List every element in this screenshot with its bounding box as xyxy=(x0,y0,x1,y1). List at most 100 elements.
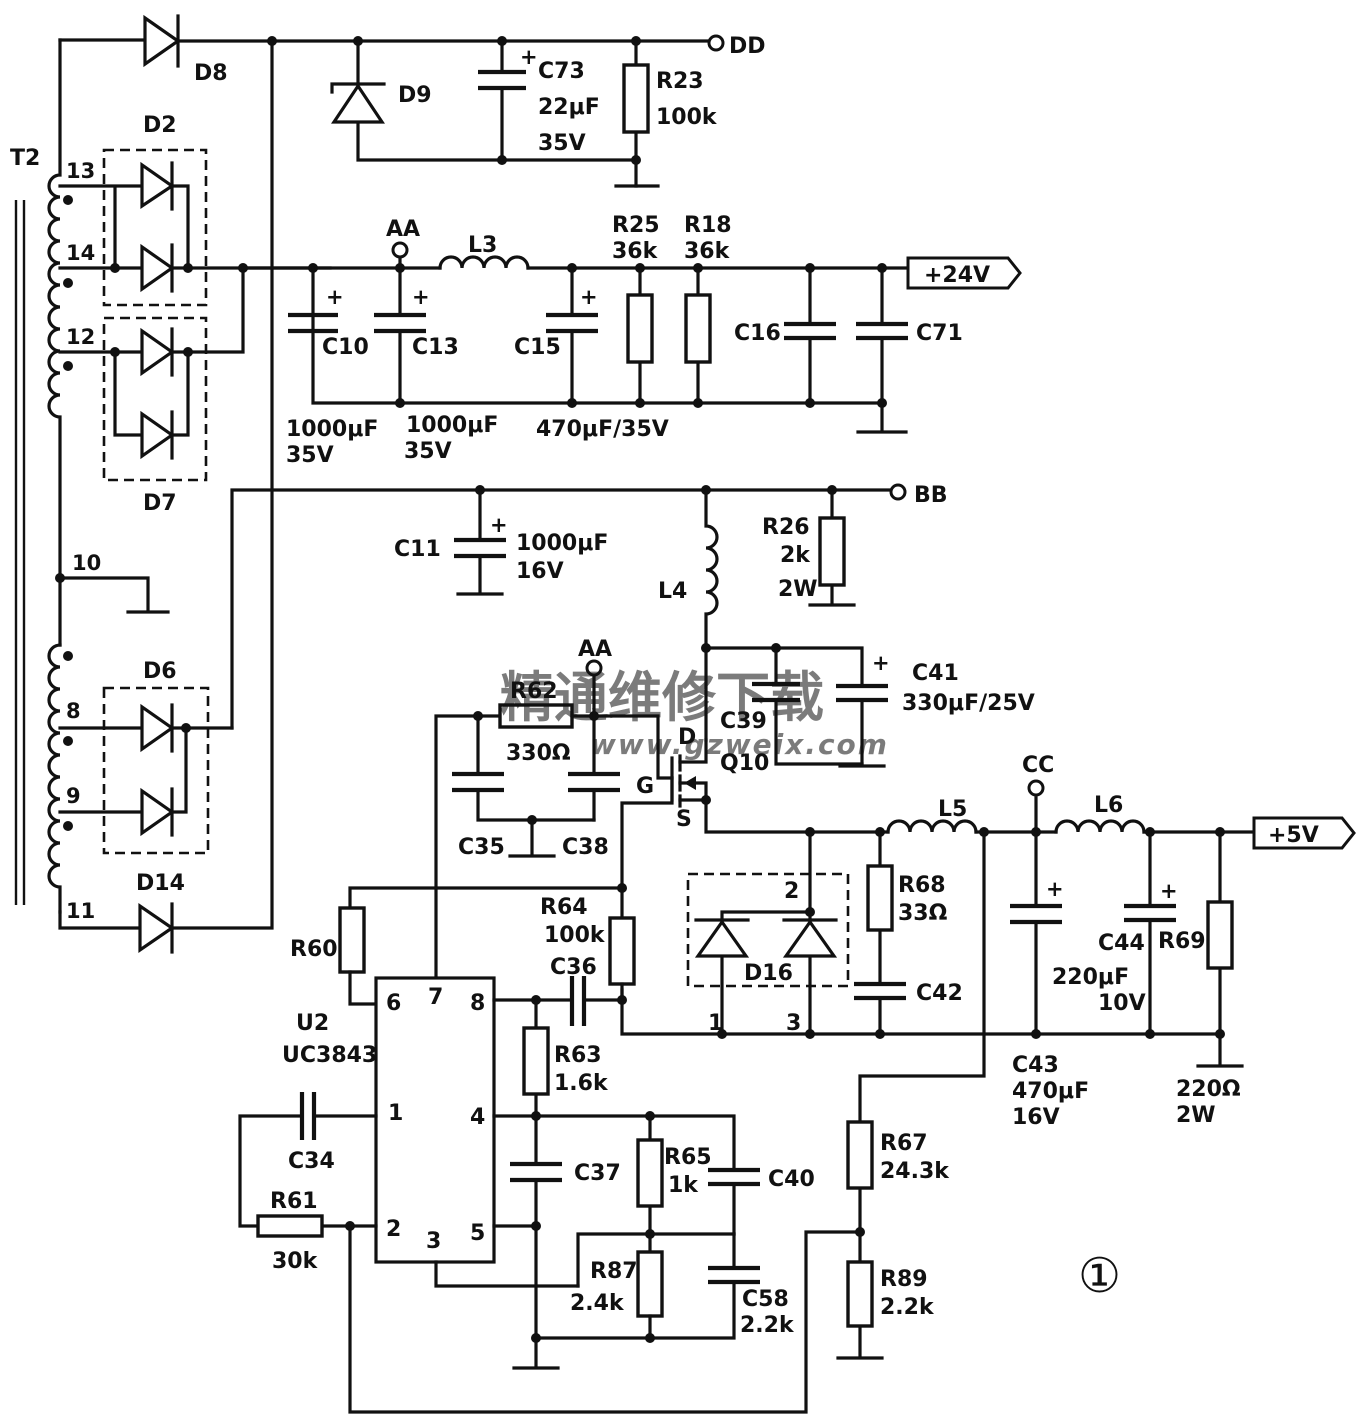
l4-label: L4 xyxy=(658,579,687,604)
cc-terminal xyxy=(1027,779,1045,797)
resistor-r60 xyxy=(338,906,366,974)
resistor-r65 xyxy=(636,1138,664,1208)
c11-rating: 16V xyxy=(516,559,564,584)
r65-value: 1k xyxy=(668,1173,699,1198)
pin-9-label: 9 xyxy=(66,784,81,808)
inductor-l6 xyxy=(1054,819,1146,834)
resistor-r89 xyxy=(846,1260,874,1328)
c58-value: 2.2k xyxy=(740,1313,795,1338)
zener-diode-d9 xyxy=(330,82,386,124)
q10-source-label: S xyxy=(676,807,692,832)
ic-part: UC3843 xyxy=(282,1043,377,1068)
d16-pin2-label: 2 xyxy=(784,879,799,904)
r67-label: R67 xyxy=(880,1131,928,1156)
r68-value: 33Ω xyxy=(898,901,948,926)
r68-label: R68 xyxy=(898,873,946,898)
resistor-r18 xyxy=(684,293,712,364)
c13-label: C13 xyxy=(412,335,459,360)
r26-label: R26 xyxy=(762,515,810,540)
inductor-l3 xyxy=(438,255,530,270)
c40-label: C40 xyxy=(768,1167,815,1192)
r18-value: 36k xyxy=(684,239,731,264)
c11-label: C11 xyxy=(394,537,441,562)
plus24v-label: +24V xyxy=(924,263,990,288)
r64-label: R64 xyxy=(540,895,588,920)
plus24v-output xyxy=(906,256,1022,290)
mosfet-q10 xyxy=(670,738,812,834)
r23-label: R23 xyxy=(656,69,704,94)
d7-label: D7 xyxy=(143,491,177,516)
plus5v-label: +5V xyxy=(1268,823,1319,848)
r69-label: R69 xyxy=(1158,929,1206,954)
transformer-label: T2 xyxy=(10,146,40,171)
d16-pin3-label: 3 xyxy=(786,1011,801,1036)
c44-value: 220μF xyxy=(1052,965,1129,990)
ic-pin4: 4 xyxy=(470,1105,485,1130)
r25-label: R25 xyxy=(612,213,660,238)
c34-label: C34 xyxy=(288,1149,335,1174)
pin-8-label: 8 xyxy=(66,699,81,723)
ic-pin3: 3 xyxy=(426,1229,441,1254)
c41-label: C41 xyxy=(912,661,959,686)
resistor-r68 xyxy=(866,864,894,932)
r67-value: 24.3k xyxy=(880,1159,950,1184)
r61-value: 30k xyxy=(272,1249,319,1274)
l3-label: L3 xyxy=(468,233,497,258)
r87-value: 2.4k xyxy=(570,1291,625,1316)
r60-label: R60 xyxy=(290,937,338,962)
q10-gate-label: G xyxy=(636,774,654,799)
c15-label: C15 xyxy=(514,335,561,360)
c43-label: C43 xyxy=(1012,1053,1059,1078)
plus5v-output xyxy=(1252,816,1356,850)
inductor-l5 xyxy=(886,819,978,834)
r23-value: 100k xyxy=(656,105,718,130)
c16-label: C16 xyxy=(734,321,781,346)
pin-14-label: 14 xyxy=(66,241,95,265)
r25-value: 36k xyxy=(612,239,659,264)
resistor-r67 xyxy=(846,1120,874,1190)
r87-label: R87 xyxy=(590,1259,638,1284)
aa2-label: AA xyxy=(578,637,612,662)
c13-value: 1000μF xyxy=(406,413,498,438)
r26-power: 2W xyxy=(778,577,818,602)
ic-pin6: 6 xyxy=(386,991,401,1016)
d2-package xyxy=(102,148,208,307)
dd-terminal xyxy=(707,34,725,52)
c41-value: 330μF/25V xyxy=(902,691,1035,716)
c10-rating: 35V xyxy=(286,443,334,468)
ic-pin2: 2 xyxy=(386,1217,401,1242)
ic-pin5: 5 xyxy=(470,1221,485,1246)
c13-plus: + xyxy=(412,285,430,309)
cc-label: CC xyxy=(1022,753,1054,778)
bb-terminal xyxy=(889,483,907,501)
ic-pin1: 1 xyxy=(388,1101,403,1126)
ic-u2 xyxy=(374,976,496,1264)
watermark-url: www.gzweix.com xyxy=(590,728,889,761)
r62-label: R62 xyxy=(510,679,558,704)
r26-value: 2k xyxy=(780,543,811,568)
d6-package xyxy=(102,686,210,855)
c71-label: C71 xyxy=(916,321,963,346)
c43-rating: 16V xyxy=(1012,1105,1060,1130)
inductor-l4 xyxy=(704,488,719,742)
c43-value: 470μF xyxy=(1012,1079,1089,1104)
q10-drain-label: D xyxy=(678,725,696,750)
c73-rating: 35V xyxy=(538,131,586,156)
c10-label: C10 xyxy=(322,335,369,360)
c35-label: C35 xyxy=(458,835,505,860)
c44-plus: + xyxy=(1160,879,1178,903)
r18-label: R18 xyxy=(684,213,732,238)
r62-value: 330Ω xyxy=(506,741,571,766)
aa-label: AA xyxy=(386,217,420,242)
c37-label: C37 xyxy=(574,1161,621,1186)
d2-label: D2 xyxy=(143,113,177,138)
c73-label: C73 xyxy=(538,59,585,84)
resistor-r87 xyxy=(636,1250,664,1318)
resistor-r23 xyxy=(622,63,650,134)
pin-13-label: 13 xyxy=(66,159,95,183)
c43-plus: + xyxy=(1046,877,1064,901)
c15-plus: + xyxy=(580,285,598,309)
r69-power: 2W xyxy=(1176,1103,1216,1128)
r64-value: 100k xyxy=(544,923,606,948)
